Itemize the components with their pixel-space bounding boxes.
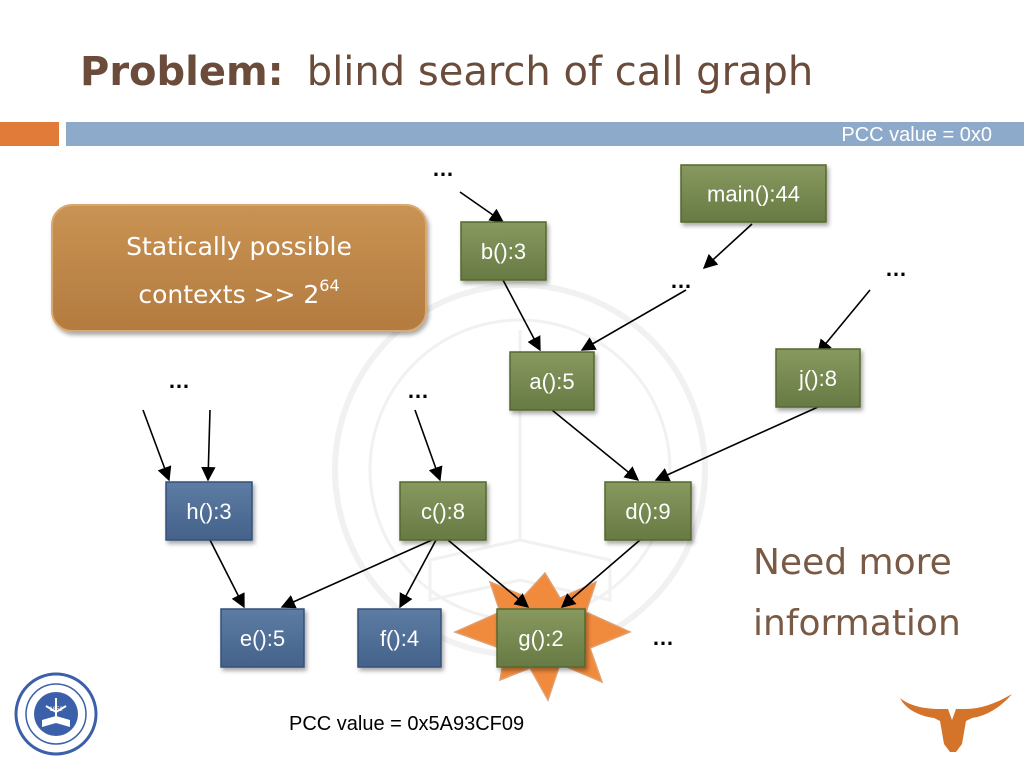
- node-a-label: a():5: [529, 369, 574, 394]
- node-h-label: h():3: [186, 499, 231, 524]
- edge-a-to-d: [551, 409, 640, 481]
- incoming-edges: [142, 191, 871, 482]
- ellipsis-c-caller: …: [407, 378, 429, 403]
- node-j-box: [775, 348, 861, 408]
- node-f: f():4: [357, 608, 442, 668]
- edge-to-h-1: [142, 409, 172, 482]
- callout-line-1: Statically possible: [126, 232, 352, 261]
- node-g-label: g():2: [518, 626, 563, 651]
- callout-exponent: 64: [319, 276, 339, 295]
- edges-layer: [209, 279, 819, 609]
- node-g: g():2: [496, 608, 586, 668]
- callout-line-2-text: contexts >> 2: [138, 280, 319, 309]
- node-e-box: [220, 608, 305, 668]
- node-a: a():5: [509, 351, 595, 411]
- edge-c-to-g: [447, 539, 530, 608]
- pcc-value-top: PCC value = 0x0: [841, 124, 992, 146]
- title-rest: blind search of call graph: [307, 49, 813, 95]
- ellipsis-h-caller: …: [168, 368, 190, 393]
- edge-to-j: [817, 289, 871, 355]
- node-main-box: [680, 164, 827, 223]
- seal-year: 1852: [49, 707, 63, 713]
- edge-to-b: [459, 191, 505, 223]
- pcc-value-bottom: PCC value = 0x5A93CF09: [289, 713, 524, 735]
- callout-line-2: contexts >> 264: [138, 276, 339, 309]
- edge-main-to-a: [580, 289, 687, 351]
- node-g-box: [496, 608, 586, 668]
- node-d-label: d():9: [625, 499, 670, 524]
- edge-b-to-a: [502, 279, 541, 352]
- slide-title: Problem: blind search of call graph: [80, 49, 813, 95]
- node-f-label: f():4: [380, 626, 419, 651]
- node-b-box: [460, 221, 547, 281]
- node-main: main():44: [680, 164, 827, 223]
- node-j-label: j():8: [798, 366, 837, 391]
- need-more-text: Need more: [753, 542, 952, 583]
- node-c-label: c():8: [421, 499, 465, 524]
- ellipsis-g-callee: …: [652, 625, 674, 650]
- node-h-box: [165, 481, 253, 541]
- node-e: e():5: [220, 608, 305, 668]
- edge-main-to-caller: [702, 223, 753, 269]
- call-graph-nodes: main():44 b():3 a():5 j():8 h():3 c():8 …: [165, 164, 861, 668]
- node-a-box: [509, 351, 595, 411]
- node-main-label: main():44: [707, 182, 800, 207]
- node-f-box: [357, 608, 442, 668]
- node-c: c():8: [399, 481, 487, 541]
- information-text: information: [753, 603, 961, 644]
- edge-to-c: [414, 409, 443, 482]
- edge-to-h-2: [201, 409, 216, 482]
- node-d: d():9: [604, 481, 692, 541]
- orange-accent-bar: [0, 122, 59, 146]
- tufts-seal-logo: 1852: [14, 672, 98, 756]
- ellipsis-main-callee: …: [670, 268, 692, 293]
- node-j: j():8: [775, 348, 861, 408]
- edge-d-to-g: [560, 539, 641, 608]
- blue-header-band: [66, 122, 1024, 146]
- edge-h-to-e: [209, 539, 245, 609]
- node-e-label: e():5: [240, 626, 285, 651]
- edge-c-to-e: [280, 539, 433, 609]
- longhorn-logo: [900, 694, 1012, 752]
- node-d-box: [604, 481, 692, 541]
- callout-box: [51, 204, 427, 332]
- ellipsis-b-caller: …: [432, 156, 454, 181]
- node-c-box: [399, 481, 487, 541]
- ellipsis-j-caller: …: [885, 256, 907, 281]
- node-h: h():3: [165, 481, 253, 541]
- node-b-label: b():3: [481, 239, 526, 264]
- edge-c-to-f: [399, 539, 437, 609]
- title-bold: Problem:: [80, 49, 284, 95]
- node-b: b():3: [460, 221, 547, 281]
- edge-j-to-d: [654, 406, 819, 482]
